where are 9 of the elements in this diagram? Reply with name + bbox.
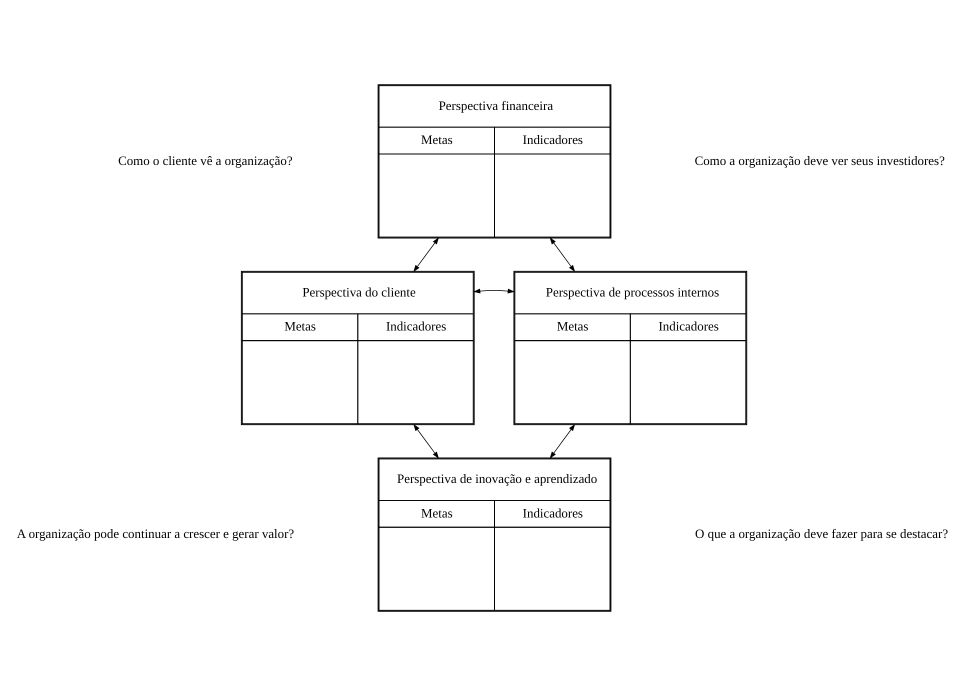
arrow bbox=[413, 237, 439, 272]
arrow bbox=[550, 237, 576, 272]
label: Como a organização deve ver seus investidores? bbox=[694, 152, 945, 168]
label: Como o cliente vê a organização? bbox=[118, 152, 293, 168]
arrow bbox=[413, 424, 439, 459]
arrow bbox=[550, 424, 576, 459]
arrow bbox=[473, 288, 515, 294]
label: A organização pode continuar a crescer e gerar valor? bbox=[16, 526, 294, 542]
label: O que a organização deve fazer para se destacar? bbox=[695, 526, 948, 542]
